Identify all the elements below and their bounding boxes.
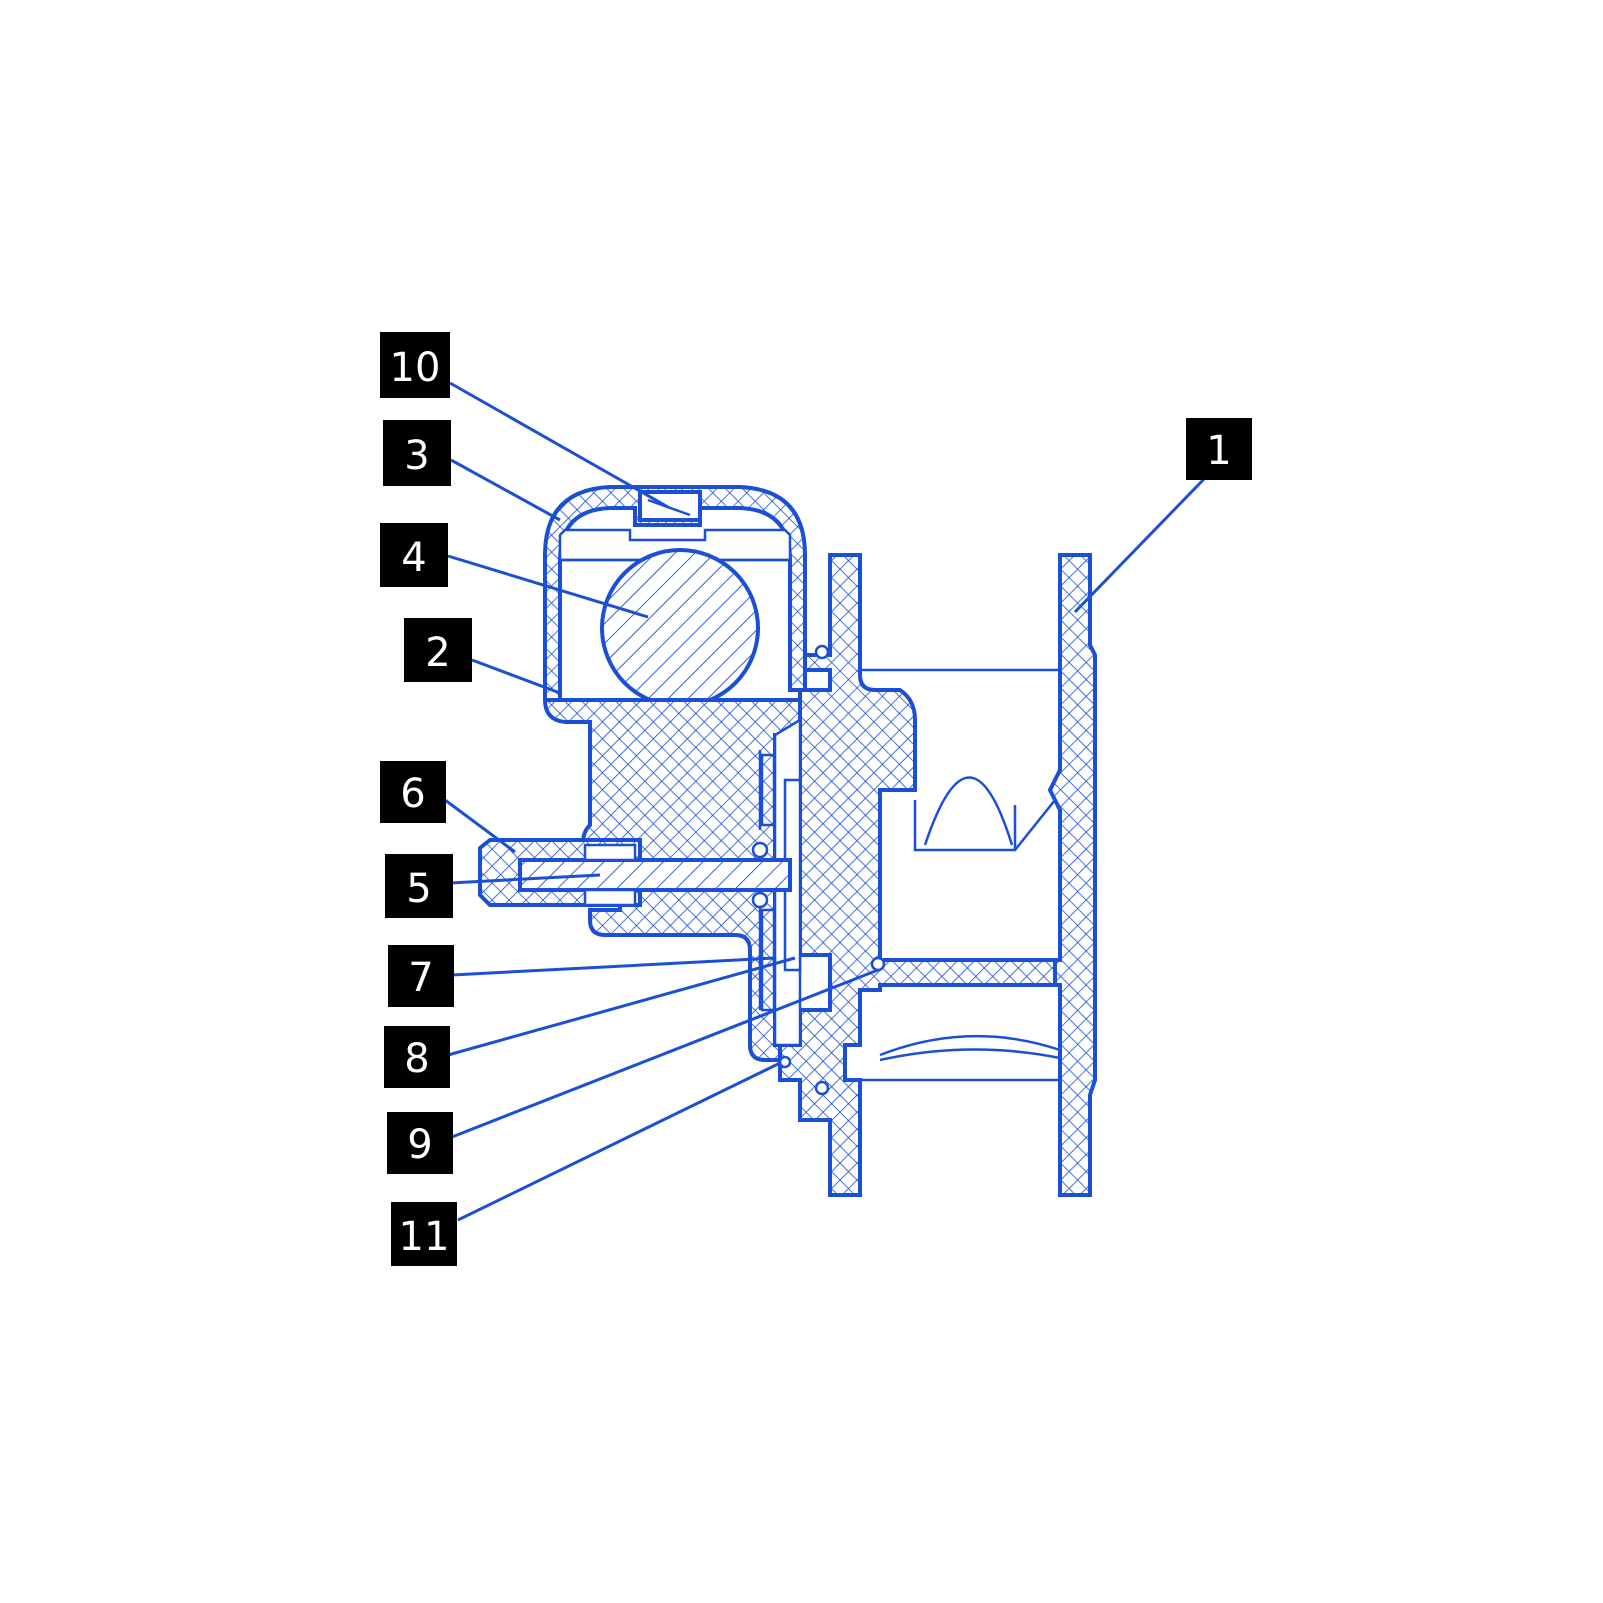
callout-2: 2 xyxy=(404,618,472,682)
callout-9-text: 9 xyxy=(407,1122,432,1168)
leader-2 xyxy=(471,658,561,695)
stem-rod xyxy=(518,858,792,892)
callout-7: 7 xyxy=(388,945,454,1007)
stem-ring-lower xyxy=(751,891,769,909)
o-ring-top xyxy=(814,644,830,660)
callout-1-text: 1 xyxy=(1206,428,1231,474)
callout-9: 9 xyxy=(387,1112,453,1174)
callout-8-text: 8 xyxy=(404,1036,429,1082)
pipe-body xyxy=(778,553,1097,1197)
callout-4: 4 xyxy=(380,523,448,587)
leader-8 xyxy=(447,956,796,1057)
pipe-left-wall xyxy=(778,553,1062,1197)
callout-10-text: 10 xyxy=(390,345,441,391)
callout-6-text: 6 xyxy=(400,771,425,817)
stem-sleeve-lower xyxy=(583,888,637,907)
leader-7 xyxy=(451,956,776,977)
callout-1: 1 xyxy=(1186,418,1252,480)
pipe-right-wall xyxy=(1047,553,1097,1197)
callout-3: 3 xyxy=(383,420,451,486)
screw-plug-slot xyxy=(647,498,691,517)
leader-4 xyxy=(447,554,649,619)
stem-sleeve xyxy=(583,843,637,862)
pipe-upper-arch xyxy=(913,776,1017,852)
callout-4-text: 4 xyxy=(401,535,426,581)
callout-10: 10 xyxy=(380,332,450,398)
leader-10 xyxy=(449,381,669,509)
valve-stem xyxy=(478,838,792,909)
callout-8: 8 xyxy=(384,1026,450,1088)
leader-lines xyxy=(444,381,1207,1222)
spring-stack-upper xyxy=(760,753,776,827)
leader-11 xyxy=(457,1061,781,1222)
leader-5 xyxy=(449,873,601,885)
callout-6: 6 xyxy=(380,761,446,823)
callout-5-text: 5 xyxy=(406,866,431,912)
leader-1 xyxy=(1073,476,1207,614)
float-ball xyxy=(600,548,760,708)
callout-5: 5 xyxy=(385,854,453,918)
leader-3 xyxy=(450,458,561,522)
callout-3-text: 3 xyxy=(404,433,429,479)
callout-2-text: 2 xyxy=(425,630,450,676)
callout-11: 11 xyxy=(391,1202,457,1266)
o-ring-side xyxy=(778,1055,792,1069)
top-housing xyxy=(543,485,807,708)
stem-ring-upper xyxy=(751,841,769,859)
leader-6 xyxy=(444,798,516,854)
pipe-lower-arch xyxy=(879,1034,1061,1062)
leader-9 xyxy=(451,968,879,1139)
pipe-upper-slant xyxy=(1014,799,1056,851)
o-ring-bottom xyxy=(814,1080,830,1096)
callout-11-text: 11 xyxy=(399,1214,450,1260)
o-ring-seat xyxy=(870,956,886,972)
callout-7-text: 7 xyxy=(408,955,433,1001)
